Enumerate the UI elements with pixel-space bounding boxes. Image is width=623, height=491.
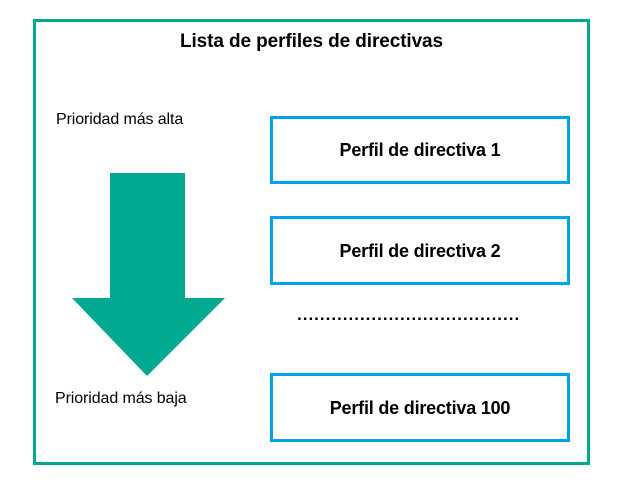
- profile-box-1[interactable]: Perfil de directiva 1: [270, 116, 570, 184]
- down-arrow-icon: [70, 173, 228, 378]
- profile-box-label: Perfil de directiva 2: [339, 240, 501, 261]
- profile-box-label: Perfil de directiva 100: [329, 397, 511, 418]
- profile-box-100[interactable]: Perfil de directiva 100: [270, 373, 570, 442]
- profile-box-2[interactable]: Perfil de directiva 2: [270, 216, 570, 285]
- page-title: Lista de perfiles de directivas: [179, 31, 443, 52]
- priority-label-highest: Prioridad más alta: [56, 111, 184, 128]
- priority-label-lowest: Prioridad más baja: [55, 390, 187, 407]
- profile-box-label: Perfil de directiva 1: [339, 140, 501, 160]
- continuation-dots: .......................................: [297, 305, 521, 324]
